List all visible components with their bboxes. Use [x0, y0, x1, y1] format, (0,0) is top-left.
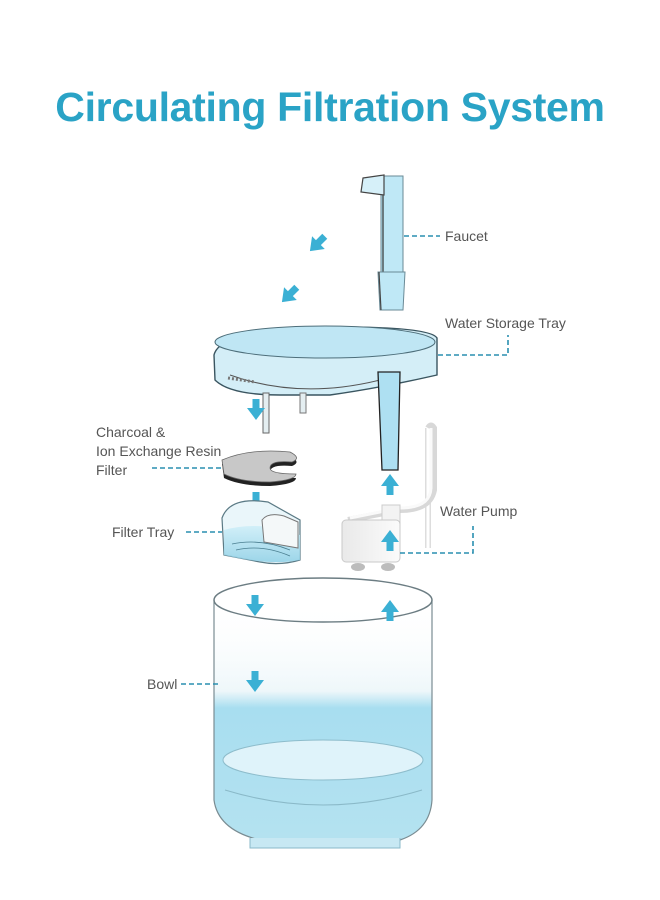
charcoal-filter-part: [221, 450, 297, 486]
pump-leader-line: [400, 526, 474, 554]
pump-to-tube-arrow-icon: [381, 474, 399, 495]
filter-label-line-3: Filter: [96, 462, 128, 478]
tray-leader-line: [438, 335, 509, 356]
inflow-arrow-icon: [303, 229, 332, 258]
bowl-label: Bowl: [147, 676, 178, 692]
filter-tray-part: [221, 500, 301, 565]
water-pump-part: [341, 422, 437, 571]
inflow-arrow-icon: [275, 280, 304, 309]
water-storage-tray-part: [213, 325, 438, 471]
filter-label-line-2: Ion Exchange Resin: [96, 443, 222, 459]
tray-to-filter-arrow-icon: [247, 399, 265, 420]
filter-tray-label: Filter Tray: [112, 524, 175, 540]
faucet-part: [360, 174, 406, 311]
faucet-label: Faucet: [445, 228, 488, 244]
leader-lines: [152, 235, 509, 685]
filter-label: Charcoal & Ion Exchange Resin Filter: [96, 423, 221, 480]
page-title: Circulating Filtration System: [55, 84, 605, 130]
bowl-part: [213, 577, 433, 849]
water-storage-tray-label: Water Storage Tray: [445, 315, 566, 331]
water-pump-label: Water Pump: [440, 503, 518, 519]
filter-label-line-1: Charcoal &: [96, 424, 166, 440]
